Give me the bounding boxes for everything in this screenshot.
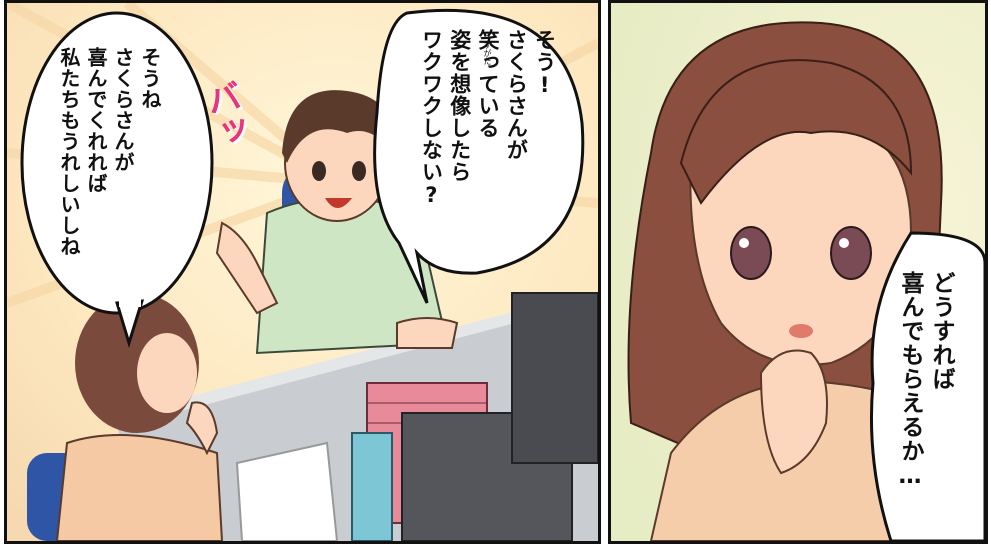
woman-thought: どうすれば 喜んでもらえるか… [897, 271, 955, 490]
speech-bubble-woman [20, 11, 214, 315]
man-hand [215, 221, 279, 315]
man-dialogue: そう! さくらさんが 笑っている 姿を想像したら ワクワクしない? [419, 29, 557, 208]
left-panel-art [7, 3, 598, 541]
file-box [511, 292, 598, 464]
woman-dialogue: そうね さくらさんが 喜んでくれれば 私たちもうれしいしね [57, 47, 162, 257]
woman-eye-left [730, 226, 772, 280]
woman-eye-right [830, 226, 872, 280]
man-hair [282, 90, 398, 163]
speech-bubble-right [869, 231, 985, 541]
woman-hands [185, 401, 219, 456]
speech-bubble-man [373, 8, 585, 304]
furigana-sugata: すがた [483, 41, 492, 65]
right-panel: どうすれば 喜んでもらえるか… [608, 0, 988, 544]
left-panel: そう! さくらさんが 笑っている 姿を想像したら ワクワクしない? すがた そう… [4, 0, 601, 544]
woman-hand [759, 349, 828, 475]
papers [235, 441, 339, 541]
woman-back [55, 434, 224, 541]
right-panel-art [611, 3, 985, 541]
